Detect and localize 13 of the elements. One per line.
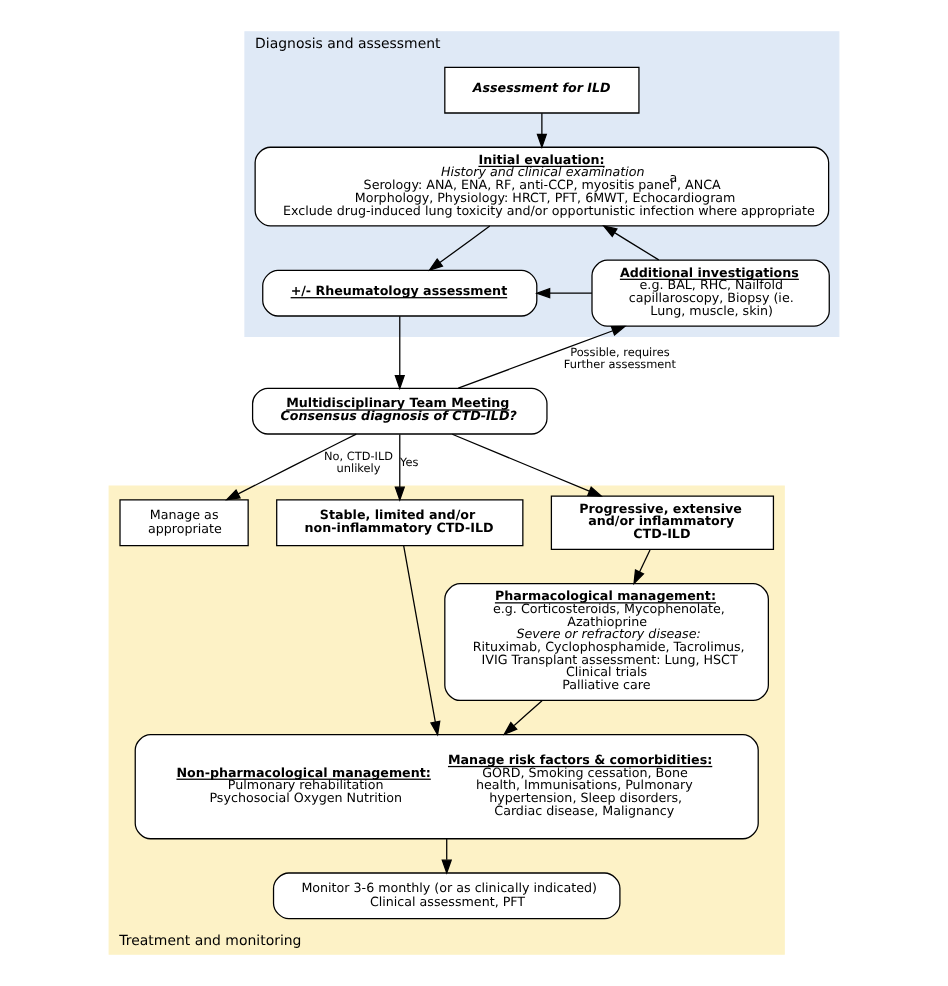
arrow xyxy=(428,225,491,272)
arrow xyxy=(535,287,593,299)
arrow xyxy=(502,700,543,736)
arrow xyxy=(441,838,453,875)
arrow xyxy=(457,325,627,389)
arrow xyxy=(225,433,357,501)
arrow xyxy=(403,545,441,737)
arrow xyxy=(536,112,548,149)
arrow xyxy=(451,433,603,497)
arrow xyxy=(633,549,651,586)
arrow xyxy=(394,433,406,502)
arrow xyxy=(394,315,406,391)
arrow xyxy=(602,225,660,261)
